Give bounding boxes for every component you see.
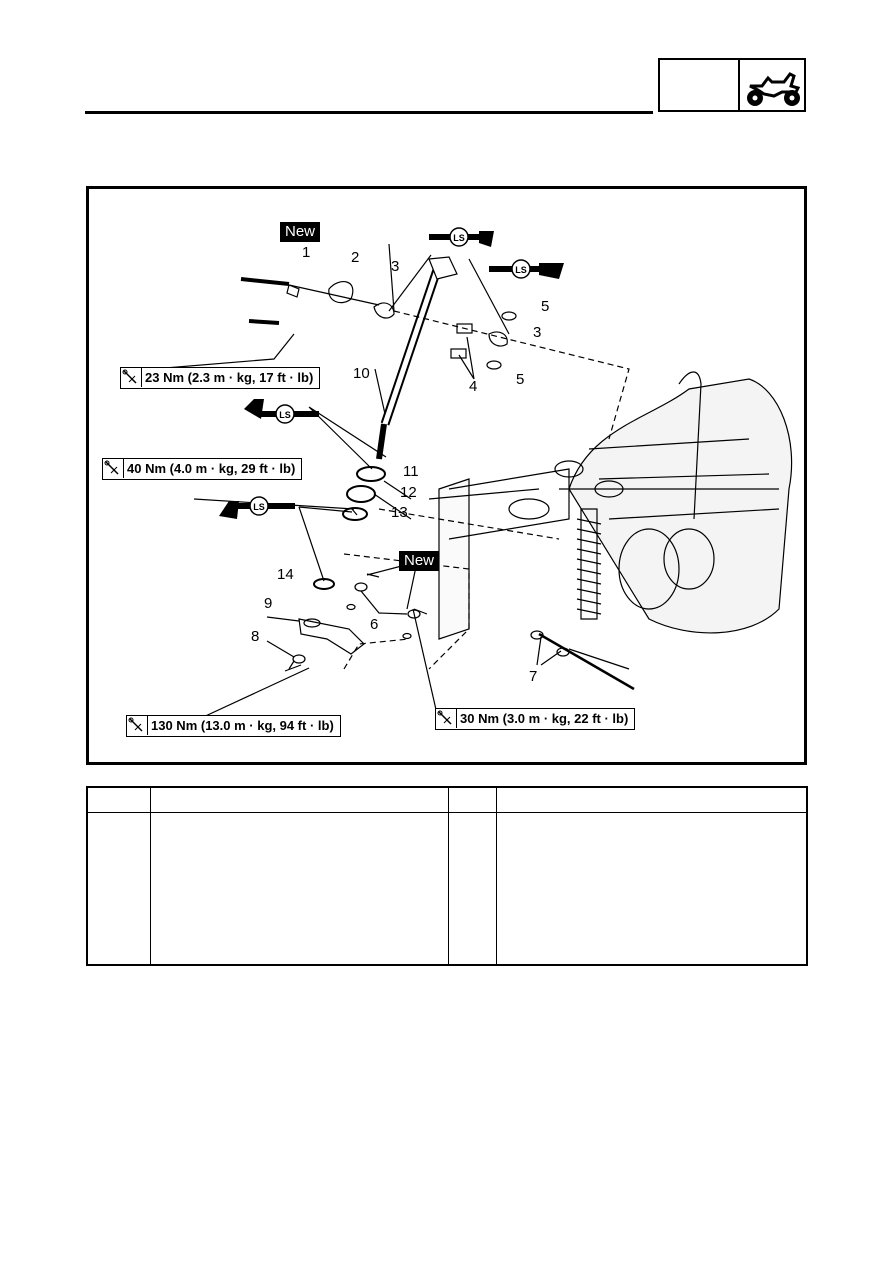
callout-number: 10 [353, 365, 370, 382]
torque-spec: 30 Nm (3.0 m · kg, 22 ft · lb) [435, 708, 636, 730]
callout-number: 8 [251, 628, 260, 645]
svg-text:LS: LS [279, 410, 291, 420]
table-cell [150, 812, 449, 966]
callout-number: 2 [351, 249, 360, 266]
torque-spec: 23 Nm (2.3 m · kg, 17 ft · lb) [120, 367, 321, 389]
new-badge: New [399, 551, 440, 571]
exploded-view-drawing: LS LS LS LS [128, 227, 793, 720]
table-header-row [86, 786, 808, 813]
callout-number: 3 [391, 258, 400, 275]
grease-gun-icon [219, 496, 295, 519]
callout-number: 13 [391, 504, 408, 521]
callout-number: 7 [529, 668, 538, 685]
table-cell [86, 812, 151, 966]
callout-number: 11 [403, 463, 419, 480]
new-badge: New [280, 222, 321, 242]
torque-value: 30 Nm (3.0 m · kg, 22 ft · lb) [460, 711, 629, 726]
grease-gun-icon [429, 227, 494, 247]
section-tab-divider [738, 60, 740, 110]
table-header-cell [448, 786, 497, 813]
table-header-cell [86, 786, 151, 813]
header-rule [85, 111, 653, 114]
torque-wrench-icon [127, 716, 148, 735]
torque-wrench-icon [121, 368, 142, 387]
table-header-cell [150, 786, 449, 813]
callout-number: 14 [277, 566, 294, 583]
svg-text:LS: LS [515, 265, 527, 275]
table-cell [448, 812, 497, 966]
callout-number: 4 [469, 378, 478, 395]
grease-gun-icon [244, 399, 319, 424]
table-row [86, 812, 808, 966]
torque-value: 40 Nm (4.0 m · kg, 29 ft · lb) [127, 461, 296, 476]
callout-number: 1 [302, 244, 311, 261]
callout-number: 5 [516, 371, 525, 388]
table-cell [496, 812, 808, 966]
torque-spec: 40 Nm (4.0 m · kg, 29 ft · lb) [102, 458, 303, 480]
callout-number: 12 [400, 484, 417, 501]
parts-table [86, 786, 808, 966]
svg-text:LS: LS [453, 233, 465, 243]
table-header-cell [496, 786, 808, 813]
atv-icon [747, 72, 801, 106]
svg-text:LS: LS [253, 502, 265, 512]
callout-number: 6 [370, 616, 379, 633]
torque-value: 130 Nm (13.0 m · kg, 94 ft · lb) [151, 718, 334, 733]
torque-value: 23 Nm (2.3 m · kg, 17 ft · lb) [145, 370, 314, 385]
callout-number: 3 [533, 324, 542, 341]
callout-number: 5 [541, 298, 550, 315]
callout-number: 9 [264, 595, 273, 612]
grease-gun-icon [489, 259, 564, 279]
steering-shaft-diagram: LS LS LS LS New New 1 2 3 3 4 5 5 6 7 8 … [86, 186, 807, 765]
torque-spec: 130 Nm (13.0 m · kg, 94 ft · lb) [126, 715, 341, 737]
torque-wrench-icon [436, 709, 457, 728]
section-tab [658, 58, 806, 112]
torque-wrench-icon [103, 459, 124, 478]
